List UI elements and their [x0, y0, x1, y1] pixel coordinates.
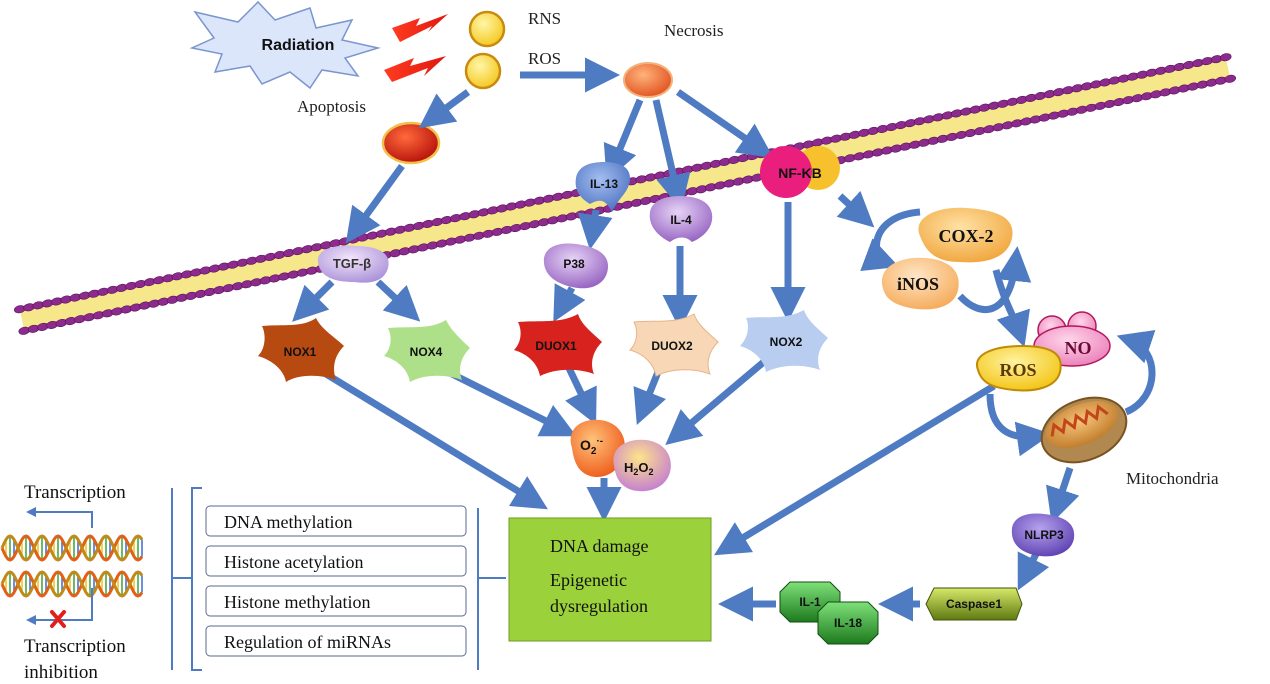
nox2-enzyme	[740, 310, 828, 372]
dysregulation-line3: dysregulation	[550, 596, 648, 616]
nfkb-label: NF-KB	[778, 165, 822, 181]
rns-molecule	[468, 10, 506, 48]
nox1-enzyme	[258, 318, 344, 382]
duox2-label: DUOX2	[651, 339, 693, 353]
dna-helix-icon	[0, 570, 144, 598]
h2o2-molecule	[613, 439, 671, 492]
nox4-label: NOX4	[410, 345, 443, 359]
inhibition-x-icon	[50, 610, 66, 628]
epigenetic-line2: Epigenetic	[550, 570, 627, 590]
lipid-head	[1220, 53, 1232, 62]
p38-label: P38	[563, 257, 585, 271]
h2o2-label: H2O2	[624, 460, 654, 477]
radiation-burst: Radiation	[189, 0, 381, 90]
pathway-arrows	[292, 57, 1080, 622]
ros-mid-label: ROS	[999, 360, 1036, 380]
epigenetic-item-label: DNA methylation	[224, 512, 353, 532]
transcription-inhibition-label-1: Transcription	[24, 636, 126, 657]
tgfb-receptor	[317, 245, 389, 283]
epigenetic-item-box	[205, 585, 467, 617]
dna-damage-line1: DNA damage	[550, 536, 648, 556]
ros-label: ROS	[528, 49, 561, 68]
transcription-label: Transcription	[24, 482, 126, 503]
dna-damage-box	[508, 517, 712, 642]
lightning-icon	[384, 56, 446, 82]
nox2-label: NOX2	[770, 335, 803, 349]
dna-strand	[0, 570, 144, 598]
nox4-enzyme	[384, 320, 470, 382]
membrane-tails	[19, 57, 1231, 331]
radiation-label: Radiation	[262, 37, 335, 54]
feedback-arrows	[860, 208, 1156, 457]
tgfb-label: TGF-β	[333, 256, 371, 271]
epigenetic-item-label: Regulation of miRNAs	[224, 632, 391, 652]
lipid-head	[1224, 74, 1236, 83]
nox1-label: NOX1	[284, 345, 317, 359]
epigenetic-item-label: Histone methylation	[224, 592, 370, 612]
cox2-label: COX-2	[939, 226, 994, 246]
duox2-enzyme	[629, 313, 719, 377]
inos-label: iNOS	[897, 274, 939, 294]
epigenetic-item-box	[205, 505, 467, 537]
epigenetic-item-label: Histone acetylation	[224, 552, 363, 572]
dna-strand	[0, 534, 144, 562]
caspase1-label: Caspase1	[946, 597, 1002, 611]
dna-helix-icon	[0, 534, 144, 562]
rns-label: RNS	[528, 9, 561, 28]
ros-molecule-mid	[976, 344, 1062, 392]
mitochondrion	[1040, 396, 1128, 464]
nlrp3-label: NLRP3	[1024, 528, 1064, 542]
epigenetic-item-box	[205, 625, 467, 657]
lightning-icon	[392, 14, 448, 42]
mitochondria-label: Mitochondria	[1126, 469, 1219, 488]
superoxide-molecule	[570, 419, 625, 478]
dna-strand	[0, 570, 144, 598]
duox1-label: DUOX1	[535, 339, 577, 353]
brackets	[171, 487, 506, 671]
il1-label: IL-1	[799, 595, 821, 609]
no-label: NO	[1065, 338, 1092, 358]
il13-receptor	[575, 162, 630, 212]
ros-molecule	[464, 52, 502, 90]
superoxide-label: O2·-	[580, 436, 603, 457]
il4-receptor	[649, 196, 713, 242]
necrosis-cell	[623, 62, 673, 98]
il18-cytokine	[817, 601, 879, 645]
caspase1-protein	[925, 587, 1023, 621]
transcription-inhibition-label-2: inhibition	[24, 662, 98, 683]
il13-label: IL-13	[590, 177, 618, 191]
transcription-arrows	[26, 507, 93, 625]
cox2-enzyme	[918, 207, 1013, 263]
duox1-enzyme	[514, 314, 602, 376]
il4-label: IL-4	[670, 213, 692, 227]
cell-membrane	[14, 53, 1236, 335]
dna-strand	[0, 534, 144, 562]
apoptosis-label: Apoptosis	[297, 97, 366, 116]
inos-enzyme	[881, 257, 959, 310]
il18-label: IL-18	[834, 616, 862, 630]
p38-kinase	[543, 243, 608, 289]
nlrp3-protein	[1011, 513, 1075, 557]
nfkb-subunit-pink	[760, 146, 812, 198]
apoptosis-cell	[381, 121, 441, 165]
necrosis-label: Necrosis	[664, 21, 723, 40]
epigenetic-item-box	[205, 545, 467, 577]
